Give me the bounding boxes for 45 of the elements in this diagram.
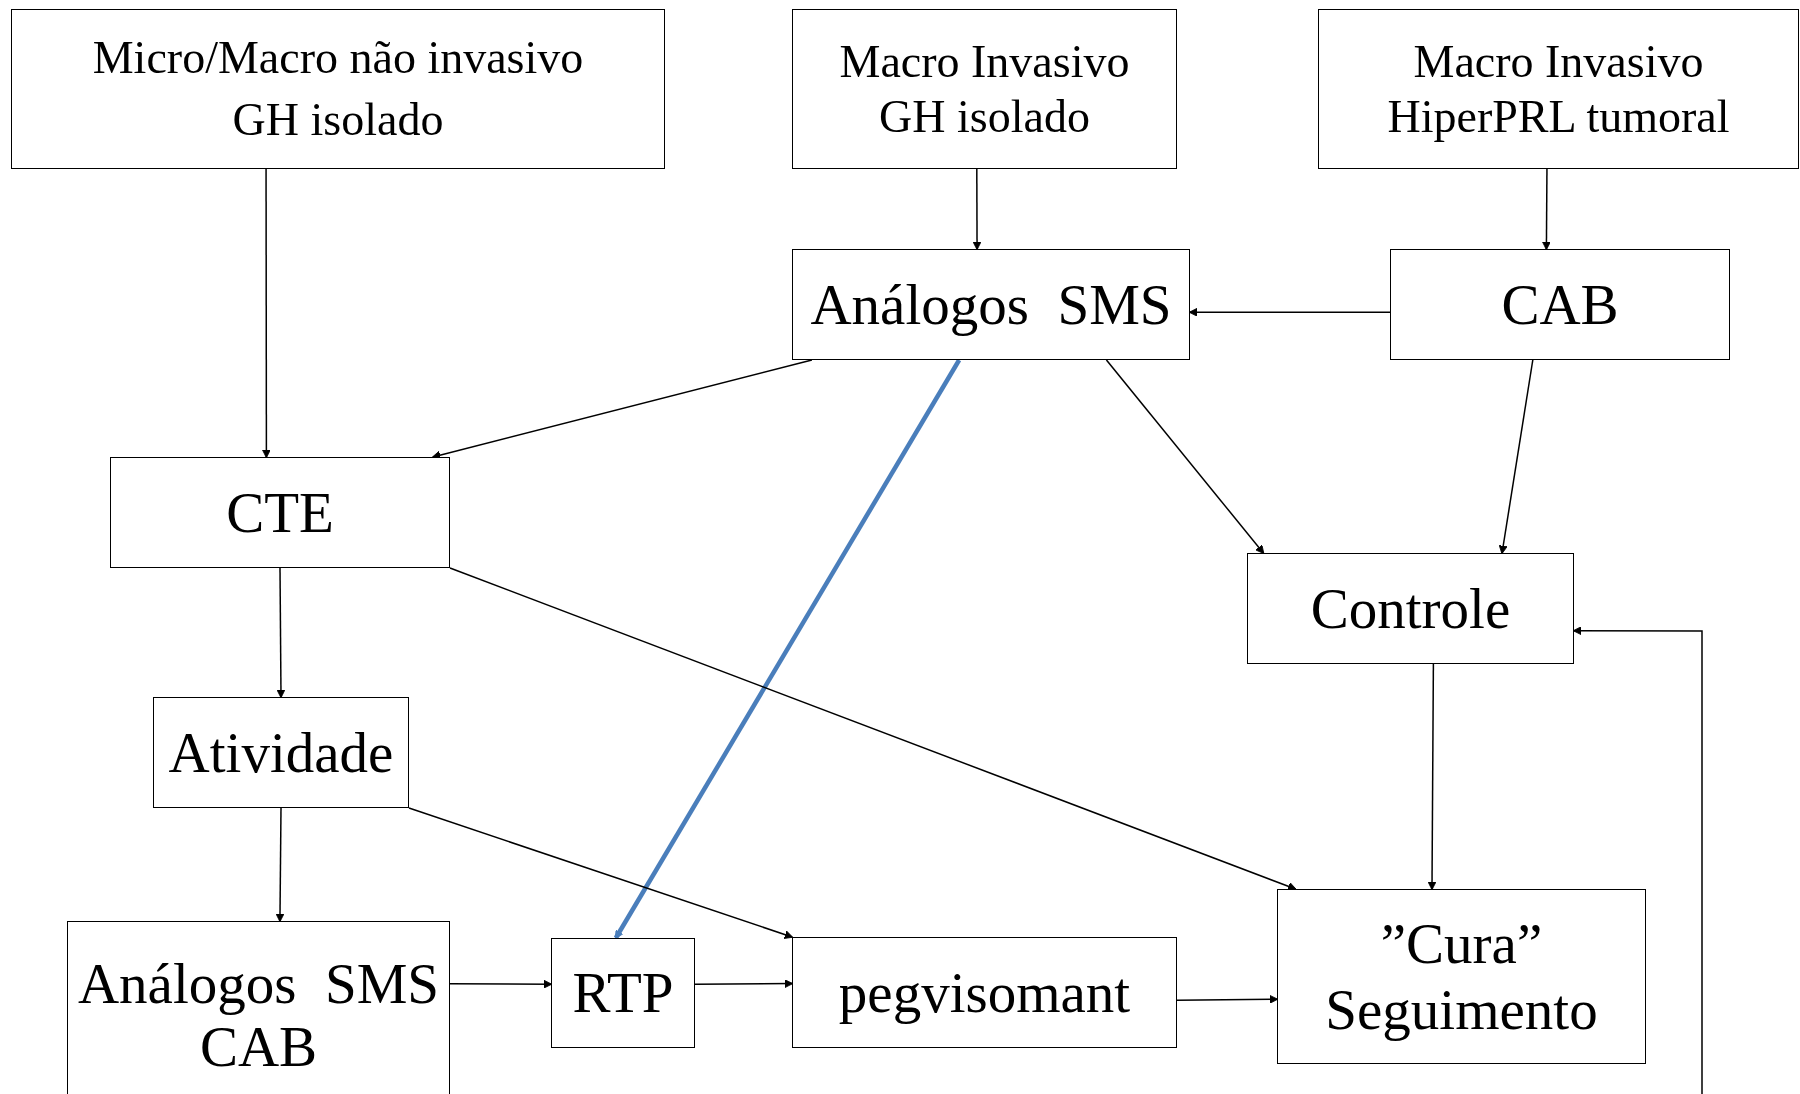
box-label: Macro Invasivo xyxy=(839,34,1130,89)
process-box xyxy=(792,249,1190,360)
arrow xyxy=(1498,359,1534,555)
box-label: CAB xyxy=(199,1016,318,1079)
box-label: pegvisomant xyxy=(838,959,1131,1026)
process-box xyxy=(67,921,450,1094)
arrow xyxy=(1542,168,1551,251)
box-label: Controle xyxy=(1310,575,1511,642)
box-label: RTP xyxy=(572,960,674,1026)
arrow xyxy=(613,358,962,940)
box-label: ”Cura” xyxy=(1380,910,1543,977)
box-label: Macro Invasivo xyxy=(1413,34,1704,89)
arrow xyxy=(694,979,794,989)
arrow xyxy=(408,807,794,939)
box-label: GH isolado xyxy=(879,90,1090,144)
box-label: GH isolado xyxy=(232,93,444,147)
process-box xyxy=(551,938,695,1048)
arrow xyxy=(972,168,982,251)
arrow xyxy=(1572,626,1703,1094)
arrow xyxy=(262,168,271,459)
process-box xyxy=(1277,889,1646,1064)
arrow xyxy=(1176,994,1279,1004)
box-label: Micro/Macro não invasivo xyxy=(92,30,584,85)
box-label: Análogos SMS xyxy=(810,271,1172,338)
box-label: CAB xyxy=(1501,271,1619,338)
arrow xyxy=(449,979,553,989)
process-box xyxy=(1318,9,1799,169)
arrow xyxy=(1427,663,1437,891)
box-label: HiperPRL tumoral xyxy=(1387,90,1730,144)
arrow xyxy=(276,567,286,699)
arrow xyxy=(275,807,285,923)
box-label: CTE xyxy=(226,479,334,546)
process-box xyxy=(1247,553,1574,664)
process-box xyxy=(153,697,409,808)
box-label: Análogos SMS xyxy=(77,953,440,1016)
process-box xyxy=(1390,249,1730,360)
box-label: Atividade xyxy=(168,719,394,786)
box-label: Seguimento xyxy=(1325,976,1598,1043)
process-box xyxy=(792,9,1177,169)
process-box xyxy=(110,457,450,568)
process-box xyxy=(11,9,665,169)
arrow xyxy=(449,567,1297,891)
process-box xyxy=(792,937,1177,1048)
arrow xyxy=(1105,359,1265,554)
arrow xyxy=(1188,307,1391,317)
